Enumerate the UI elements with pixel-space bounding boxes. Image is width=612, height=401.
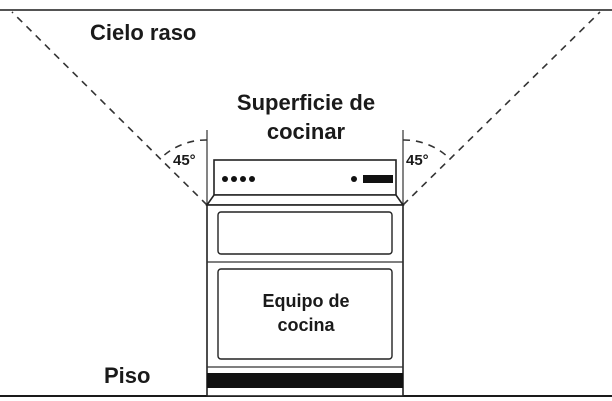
clearance-line-right bbox=[402, 11, 601, 206]
angle-arc-right bbox=[402, 139, 450, 159]
indicator-dot bbox=[351, 176, 357, 182]
cooktop-label-line2: cocinar bbox=[267, 119, 346, 144]
angle-label-right: 45° bbox=[406, 152, 429, 169]
display-bar bbox=[363, 175, 393, 183]
clearance-line-left bbox=[11, 11, 208, 206]
knob bbox=[231, 176, 237, 182]
cooktop-label-line1: Superficie de bbox=[237, 90, 375, 115]
angle-label-left: 45° bbox=[173, 152, 196, 169]
cooktop-surface bbox=[205, 194, 405, 206]
knob bbox=[222, 176, 228, 182]
appliance-label-line1: Equipo de bbox=[263, 291, 350, 311]
base-stripe bbox=[207, 373, 403, 388]
ceiling-label: Cielo raso bbox=[90, 20, 196, 45]
knob bbox=[249, 176, 255, 182]
knob bbox=[240, 176, 246, 182]
floor-label: Piso bbox=[104, 363, 150, 388]
angle-arc-left bbox=[160, 139, 208, 159]
oven-door bbox=[217, 268, 393, 360]
upper-panel bbox=[217, 211, 393, 255]
appliance-label-line2: cocina bbox=[277, 315, 335, 335]
